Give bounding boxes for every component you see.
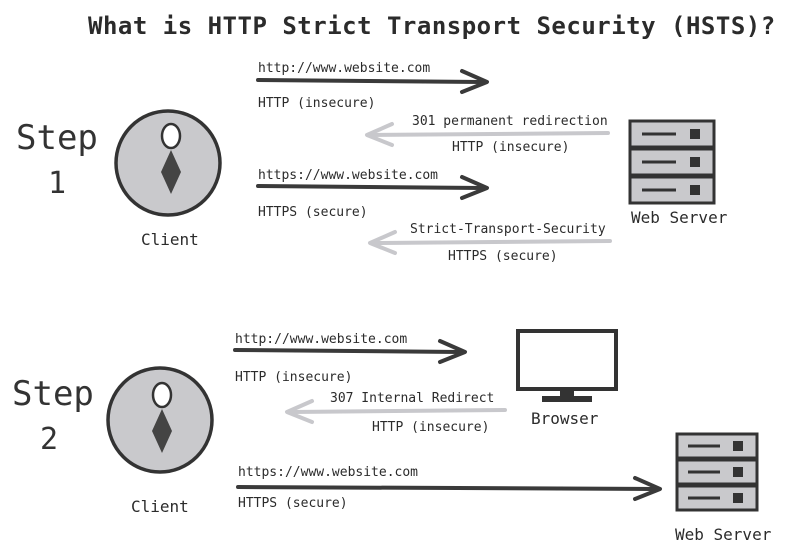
arrow-https-request xyxy=(236,476,662,501)
web-server-icon xyxy=(628,119,716,205)
arrow-http-request xyxy=(233,339,467,364)
web-server-label: Web Server xyxy=(675,525,772,544)
arrow-http-request xyxy=(256,69,489,94)
step-1-number: 1 xyxy=(48,166,67,201)
hsts-header-protocol: HTTPS (secure) xyxy=(448,249,558,264)
web-server-icon xyxy=(675,432,759,512)
redirect-message: 301 permanent redirection xyxy=(412,114,608,129)
internal-redirect-message: 307 Internal Redirect xyxy=(330,391,495,406)
hsts-header-message: Strict-Transport-Security xyxy=(410,222,606,237)
step-2-label: Step xyxy=(12,374,94,414)
request-protocol: HTTPS (secure) xyxy=(238,496,348,511)
request-url: http://www.website.com xyxy=(235,332,408,347)
client-icon xyxy=(114,109,222,217)
browser-monitor-icon xyxy=(516,329,618,402)
arrow-https-request xyxy=(256,175,489,200)
request-protocol: HTTPS (secure) xyxy=(258,205,368,220)
client-icon xyxy=(106,366,214,474)
arrow-307-redirect xyxy=(285,399,507,424)
step-2-number: 2 xyxy=(40,422,59,457)
request-url: http://www.website.com xyxy=(258,61,431,76)
request-url: https://www.website.com xyxy=(238,465,419,480)
step-1-label: Step xyxy=(16,118,98,158)
request-protocol: HTTP (insecure) xyxy=(258,96,376,111)
request-protocol: HTTP (insecure) xyxy=(235,370,353,385)
client-label: Client xyxy=(131,497,189,516)
redirect-protocol: HTTP (insecure) xyxy=(452,140,570,155)
diagram-title: What is HTTP Strict Transport Security (… xyxy=(88,12,776,40)
arrow-301-redirect xyxy=(365,122,610,147)
browser-label: Browser xyxy=(531,409,599,428)
web-server-label: Web Server xyxy=(631,208,728,227)
client-label: Client xyxy=(141,230,199,249)
request-url: https://www.website.com xyxy=(258,168,439,183)
arrow-hsts-header xyxy=(368,230,612,255)
internal-redirect-protocol: HTTP (insecure) xyxy=(372,420,490,435)
